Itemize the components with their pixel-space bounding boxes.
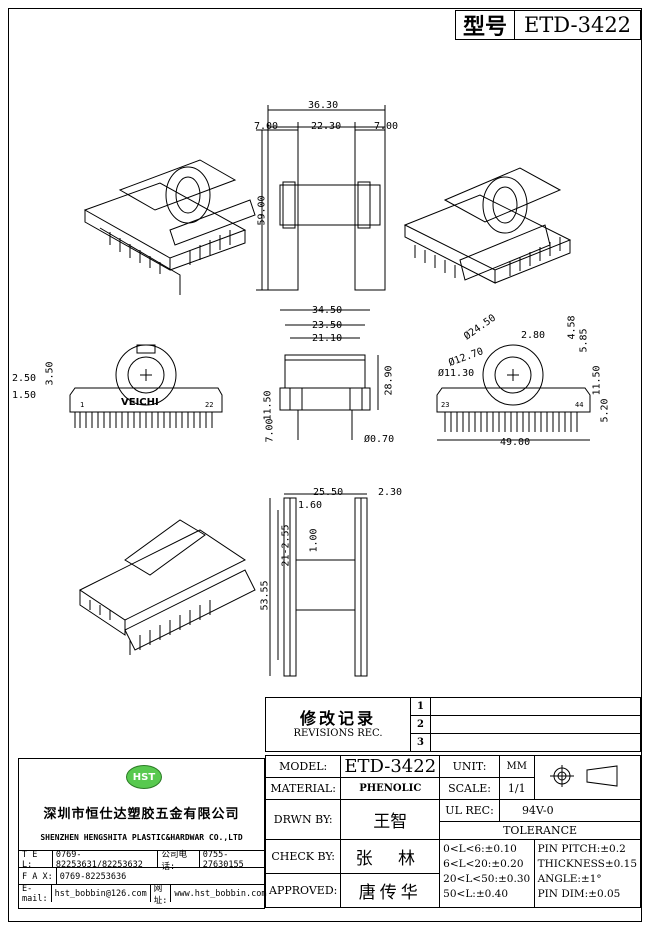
- dim-right-6: Ø11.30: [438, 368, 475, 379]
- unit-label: UNIT:: [439, 755, 500, 778]
- dim-bottom-3: 1.60: [298, 500, 323, 511]
- revisions-subtitle: REVISIONS REC.: [293, 728, 383, 740]
- dim-right-2: 2.80: [521, 330, 546, 341]
- tolerance-pin-pitch: PIN PITCH:±0.2: [537, 843, 626, 855]
- tel-value: 0769-82253631/82253632: [53, 850, 159, 870]
- side-view-right: [436, 344, 591, 441]
- dim-left-2: 3.50: [44, 361, 56, 386]
- dim-mid-pin: Ø0.70: [364, 434, 395, 445]
- dim-mid-6: 7.00: [264, 418, 276, 443]
- dim-right-9: 49.00: [500, 437, 531, 448]
- company-name-cn: 深圳市恒仕达塑胶五金有限公司: [43, 807, 240, 822]
- dim-front-height: 59.00: [256, 195, 268, 226]
- side-view-left: [69, 344, 223, 428]
- approved-value: 唐传华: [340, 873, 441, 908]
- tolerance-angle: ANGLE:±1°: [537, 873, 602, 885]
- unit-value: MM: [498, 755, 535, 778]
- dim-front-core: 22.30: [311, 121, 342, 132]
- side-view-middle: [279, 309, 379, 440]
- dim-mid-2: 23.50: [312, 320, 343, 331]
- check-label: CHECK BY:: [264, 839, 342, 874]
- revision-mark-1: 1: [410, 697, 431, 716]
- dim-bottom-4: 1.00: [308, 528, 320, 553]
- revisions-title: 修改记录: [299, 708, 376, 728]
- email-label: E-mail:: [19, 884, 52, 904]
- web-value: www.hst_bobbin.com: [174, 888, 267, 899]
- dim-right-4: 5.85: [578, 328, 590, 353]
- iso-view-bottom-left: [79, 519, 256, 655]
- company-phone-value: 0755-27630155: [202, 849, 244, 870]
- material-value: PHENOLIC: [340, 777, 441, 800]
- model-field-value: ETD-3422: [340, 755, 441, 778]
- revisions-table: 修改记录 REVISIONS REC. 1 2 3: [265, 697, 641, 752]
- iso-view-top-left: [83, 159, 256, 295]
- iso-view-top-right: [403, 167, 572, 284]
- dim-mid-4: 28.90: [383, 365, 395, 396]
- dim-right-8: 5.20: [599, 398, 611, 423]
- web-label: 网 址:: [151, 884, 172, 906]
- fax-value: 0769-82253636: [59, 871, 127, 882]
- material-label: MATERIAL:: [264, 777, 342, 800]
- dim-bottom-6: 53.55: [259, 580, 271, 611]
- dim-bottom-1: 25.50: [313, 487, 344, 498]
- scale-value: 1/1: [498, 777, 535, 800]
- contact-fax-row: F A X: 0769-82253636: [19, 867, 264, 885]
- approved-label: APPROVED:: [264, 873, 342, 908]
- model-label: 型号: [456, 11, 515, 40]
- drawn-label: DRWN BY:: [264, 799, 342, 840]
- dim-mid-5: 11.50: [262, 390, 274, 421]
- tolerance-specs: PIN PITCH:±0.2 THICKNESS±0.15 ANGLE:±1° …: [533, 839, 642, 908]
- company-phone-label: 公司电话:: [158, 850, 200, 872]
- dim-front-width: 36.30: [308, 100, 339, 111]
- check-value: 张 林: [340, 839, 441, 874]
- dim-right-7: 11.50: [591, 365, 603, 396]
- pin-label-22: 22: [205, 401, 214, 409]
- dim-left-3: 1.50: [12, 390, 37, 401]
- dim-bottom-5: 21-2.55: [280, 524, 292, 567]
- pin-label-23: 23: [441, 401, 450, 409]
- fax-label: F A X:: [19, 868, 57, 885]
- projection-symbol-icon: [533, 755, 642, 800]
- dim-left-1: 2.50: [12, 373, 37, 384]
- tolerance-thickness: THICKNESS±0.15: [537, 858, 637, 870]
- tolerance-heading: TOLERANCE: [439, 821, 641, 840]
- dim-front-flange-left: 7.00: [254, 121, 279, 132]
- front-view: [256, 105, 386, 291]
- tolerance-range-3: 20<L<50:±0.30: [443, 873, 531, 885]
- email-value: hst_bobbin@126.com: [52, 885, 151, 902]
- dim-front-flange-right: 7.00: [374, 121, 399, 132]
- dim-right-3: 4.58: [566, 315, 578, 340]
- tel-label: T E L:: [19, 850, 53, 870]
- revision-mark-2: 2: [410, 715, 431, 734]
- pin-label-1: 1: [80, 401, 85, 409]
- bottom-view: [269, 493, 368, 677]
- ul-value: 94V-0: [498, 799, 642, 822]
- company-info: HST 深圳市恒仕达塑胶五金有限公司 SHENZHEN HENGSHITA PL…: [18, 758, 266, 909]
- model-number: ETD-3422: [523, 13, 632, 37]
- spec-table: MODEL: ETD-3422 UNIT: MM MATERIAL: PHENO…: [264, 755, 642, 908]
- tolerance-pin-dim: PIN DIM:±0.05: [537, 888, 621, 900]
- drawn-value: 王智: [340, 799, 441, 840]
- dim-bottom-2: 2.30: [378, 487, 403, 498]
- bobbin-brand: VEICHI: [121, 397, 159, 408]
- model-field-label: MODEL:: [264, 755, 342, 778]
- company-logo: HST: [126, 765, 162, 789]
- ul-label: UL REC:: [439, 799, 500, 822]
- scale-label: SCALE:: [439, 777, 500, 800]
- tolerance-range-4: 50<L:±0.40: [443, 888, 509, 900]
- tolerance-range-2: 6<L<20:±0.20: [443, 858, 524, 870]
- title-block: 型号 ETD-3422: [455, 10, 641, 40]
- company-name-en: SHENZHEN HENGSHITA PLASTIC&HARDWAR CO.,L…: [40, 833, 243, 842]
- drawing-sheet: [8, 8, 642, 922]
- revision-mark-3: 3: [410, 733, 431, 752]
- contact-tel-row: T E L: 0769-82253631/82253632 公司电话: 0755…: [19, 849, 264, 872]
- contact-web-row: E-mail: hst_bobbin@126.com 网 址: www.hst_…: [19, 884, 266, 906]
- pin-label-44: 44: [575, 401, 584, 409]
- tolerance-range-1: 0<L<6:±0.10: [443, 843, 517, 855]
- tolerance-ranges: 0<L<6:±0.10 6<L<20:±0.20 20<L<50:±0.30 5…: [439, 839, 535, 908]
- dim-mid-1: 34.50: [312, 305, 343, 316]
- dim-mid-3: 21.10: [312, 333, 343, 344]
